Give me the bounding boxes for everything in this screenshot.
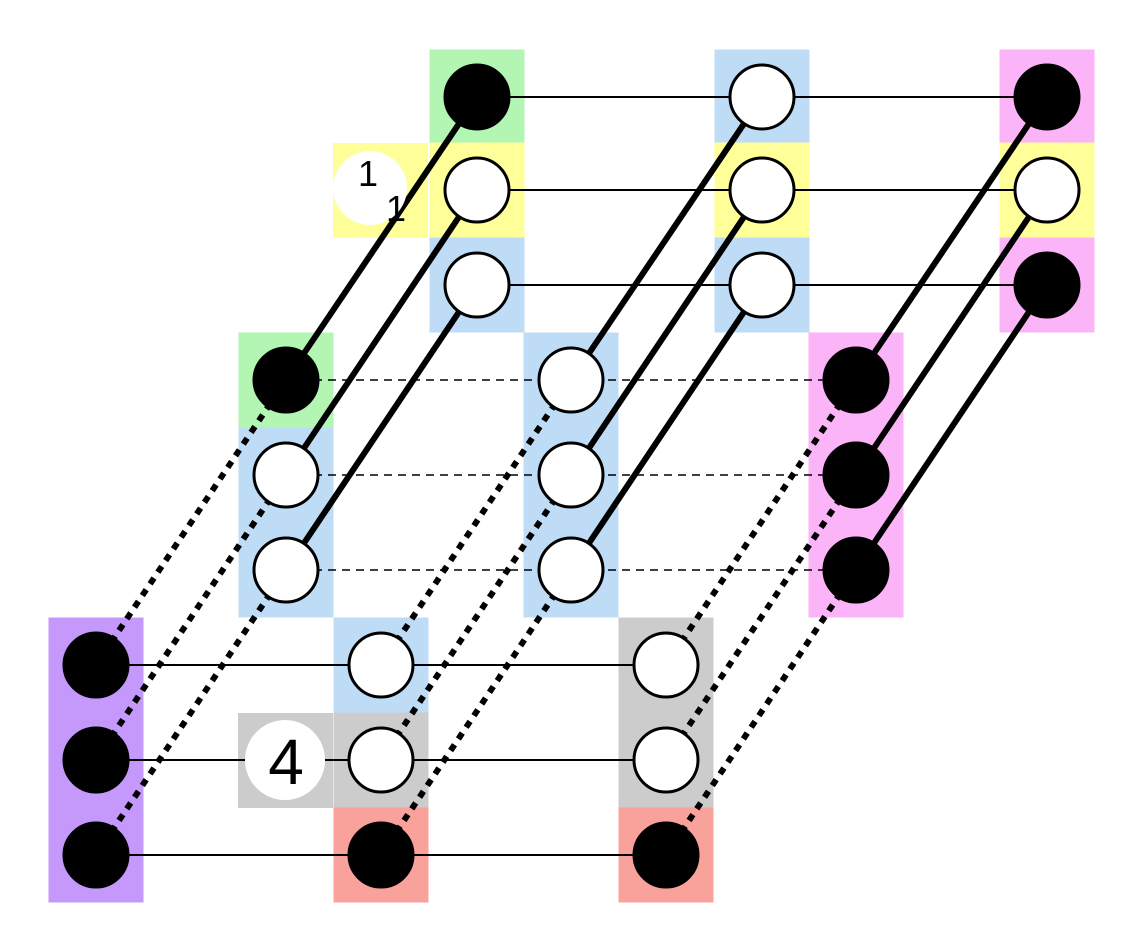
diagonal-edge-dotted	[378, 473, 574, 762]
diagonal-edge-solid	[853, 283, 1050, 572]
label-one-top: 1	[358, 153, 378, 194]
diagonal-edge-dotted	[93, 473, 289, 762]
filled-node	[822, 441, 890, 509]
open-node	[537, 536, 605, 604]
filled-node	[347, 821, 415, 889]
diagonal-edge-solid	[283, 188, 480, 477]
open-node	[252, 441, 320, 509]
diagonal-edge-dotted	[663, 378, 859, 667]
filled-node	[822, 536, 890, 604]
filled-node	[252, 346, 320, 414]
label-one-bubble	[333, 151, 407, 225]
diagonal-edge-dotted	[378, 378, 574, 667]
filled-node	[443, 63, 511, 131]
open-node	[443, 251, 511, 319]
open-node	[1013, 156, 1081, 224]
label-one-bottom: 1	[386, 188, 406, 229]
filled-node	[62, 631, 130, 699]
open-node	[632, 631, 700, 699]
open-node	[728, 251, 796, 319]
diagonal-edge-solid	[283, 95, 480, 382]
open-node	[632, 726, 700, 794]
open-node	[252, 536, 320, 604]
diagonal-edge-solid	[283, 283, 480, 572]
diagonal-edge-dotted	[663, 473, 859, 762]
diagonal-edge-dotted	[93, 378, 289, 667]
open-node	[728, 63, 796, 131]
diagonal-edge-solid	[568, 283, 765, 572]
open-node	[537, 441, 605, 509]
labels: 1 1 4	[245, 151, 407, 800]
filled-node	[62, 726, 130, 794]
diagonal-edge-solid	[568, 188, 765, 477]
diagonal-edge-dotted	[93, 568, 289, 857]
diagonal-edge-dotted	[378, 568, 574, 857]
open-node	[347, 631, 415, 699]
diagonal-edge-dotted	[663, 568, 859, 857]
diagonal-edge-solid	[568, 95, 765, 382]
filled-node	[62, 821, 130, 889]
open-node	[443, 156, 511, 224]
filled-node	[1013, 251, 1081, 319]
filled-node	[1013, 63, 1081, 131]
filled-node	[822, 346, 890, 414]
open-node	[537, 346, 605, 414]
diagonal-edge-solid	[853, 188, 1050, 477]
nodes	[62, 63, 1081, 889]
label-four-bubble	[245, 720, 325, 800]
label-four: 4	[268, 726, 304, 798]
open-node	[347, 726, 415, 794]
open-node	[728, 156, 796, 224]
diagonal-edge-solid	[853, 95, 1050, 382]
filled-node	[632, 821, 700, 889]
